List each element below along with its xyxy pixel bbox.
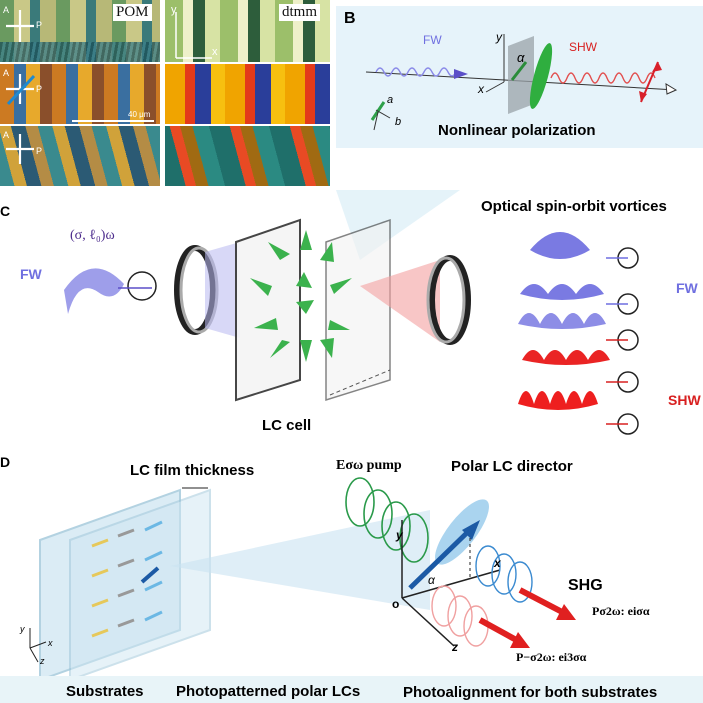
p-plus-formula: Pσ2ω: eiσα	[592, 604, 650, 618]
axis-x-label: x	[212, 46, 218, 58]
shg-label: SHG	[568, 577, 603, 594]
dtmm-label: dtmm	[279, 4, 321, 21]
panel-b-letter: B	[344, 10, 356, 27]
lc-cell-label: LC cell	[262, 417, 312, 434]
analyzer-label-2: A	[3, 68, 10, 78]
scale-bar-label: 40 μm	[128, 110, 151, 119]
axis-y-label: y	[171, 4, 177, 16]
small-axis-x: x	[48, 638, 53, 648]
analyzer-label-1: A	[3, 5, 10, 15]
d-alpha: α	[428, 573, 435, 587]
polarizer-cross-icons	[6, 10, 36, 164]
b-axis-x: x	[478, 82, 484, 96]
footer-photopatterned: Photopatterned polar LCs	[176, 683, 361, 700]
dtmm-image-3	[165, 126, 330, 186]
polarizer-label-1: P	[36, 20, 43, 30]
footer-substrates: Substrates	[66, 683, 144, 700]
panel-c-diagram	[64, 190, 639, 435]
b-vector-a: a	[387, 94, 394, 106]
analyzer-label-3: A	[3, 130, 10, 140]
p-minus-formula: P−σ2ω: ei3σα	[516, 650, 587, 664]
panel-c-letter: C	[0, 203, 11, 219]
panel-a-micrographs: POM dtmm A P A P A P y x 40 μm	[0, 0, 330, 186]
footer-photoalignment: Photoalignment for both substrates	[403, 684, 658, 701]
panel-b-caption: Nonlinear polarization	[438, 122, 596, 139]
pump-label: Eσω pump	[336, 458, 402, 473]
small-axis-z: z	[40, 656, 45, 666]
fw-label-c-left: FW	[20, 266, 42, 282]
panel-d-letter: D	[0, 454, 11, 470]
pom-image-2	[0, 64, 160, 124]
polar-director-label: Polar LC director	[451, 458, 573, 475]
scale-bar	[72, 120, 154, 122]
b-axis-y: y	[496, 30, 502, 44]
d-axis-y: y	[396, 528, 403, 542]
pom-label: POM	[113, 4, 152, 21]
xy-axes-icon	[175, 12, 212, 59]
polarizer-label-2: P	[36, 84, 43, 94]
dtmm-image-2	[165, 64, 330, 124]
shw-label-c-right: SHW	[668, 392, 701, 408]
panel-d-diagram	[29, 477, 576, 676]
b-vector-b: b	[395, 116, 402, 128]
footer-band	[0, 676, 703, 703]
panel-c-title: Optical spin-orbit vortices	[481, 198, 667, 215]
d-axis-z: z	[452, 640, 458, 654]
d-origin: o	[392, 597, 400, 611]
film-thickness-label: LC film thickness	[130, 462, 255, 479]
shw-label-b: SHW	[569, 40, 597, 54]
fw-label-c-right: FW	[676, 280, 698, 296]
small-axis-y: y	[20, 624, 25, 634]
fw-label-b: FW	[423, 33, 442, 47]
b-alpha: α	[517, 50, 525, 65]
input-mode-formula: (σ, ℓ₀)ω	[70, 228, 115, 243]
polarizer-label-3: P	[36, 146, 43, 156]
pom-image-3	[0, 126, 160, 186]
panel-b-diagram	[365, 34, 678, 131]
d-axis-x: x	[494, 556, 501, 570]
